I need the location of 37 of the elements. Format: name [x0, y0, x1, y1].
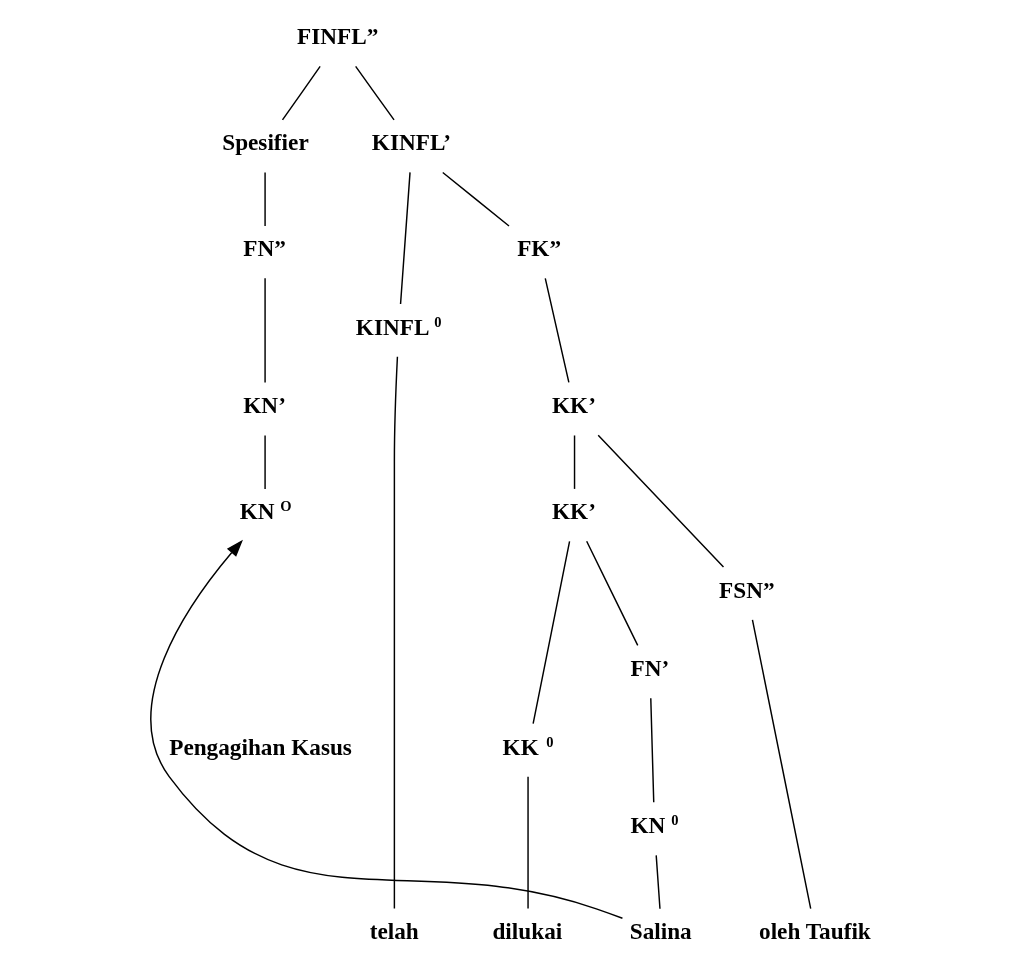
edge-label: Pengagihan Kasus — [168, 733, 352, 760]
node-text: KINFL’ — [371, 129, 451, 156]
node-text: FK” — [516, 235, 561, 262]
connector — [655, 854, 661, 910]
node-text: Spesifier — [221, 129, 309, 156]
connector — [573, 434, 575, 490]
node-text: KN $^{0}$ — [629, 811, 678, 838]
node-text: telah — [369, 918, 419, 945]
node-text: Salina — [629, 918, 692, 945]
connector — [354, 65, 395, 121]
arrow — [149, 539, 623, 919]
connector — [597, 434, 724, 568]
node-text: FN’ — [629, 655, 669, 682]
node-text: FN” — [242, 235, 286, 262]
node-text: oleh Taufik — [758, 918, 871, 945]
connector — [399, 171, 411, 305]
node-text: FSN” — [718, 576, 775, 603]
node-text: KK $^{0}$ — [502, 733, 553, 760]
node-text: FINFL” — [296, 23, 378, 50]
node-text: dilukai — [491, 918, 562, 945]
connector — [585, 540, 638, 647]
connector — [441, 171, 510, 227]
node-text: KN $^{O}$ — [239, 498, 292, 525]
connector — [531, 540, 570, 725]
connector — [263, 434, 266, 490]
node-text: KINFL $^{0}$ — [355, 313, 442, 340]
connector — [393, 356, 398, 910]
connector — [751, 619, 811, 910]
connector — [263, 277, 266, 384]
connector — [526, 776, 529, 910]
node-text: KK’ — [551, 498, 596, 525]
connector — [263, 171, 266, 227]
connector — [281, 65, 321, 121]
connector — [649, 697, 654, 803]
node-text: KN’ — [242, 392, 286, 419]
connector — [544, 277, 570, 384]
node-text: KK’ — [551, 392, 596, 419]
